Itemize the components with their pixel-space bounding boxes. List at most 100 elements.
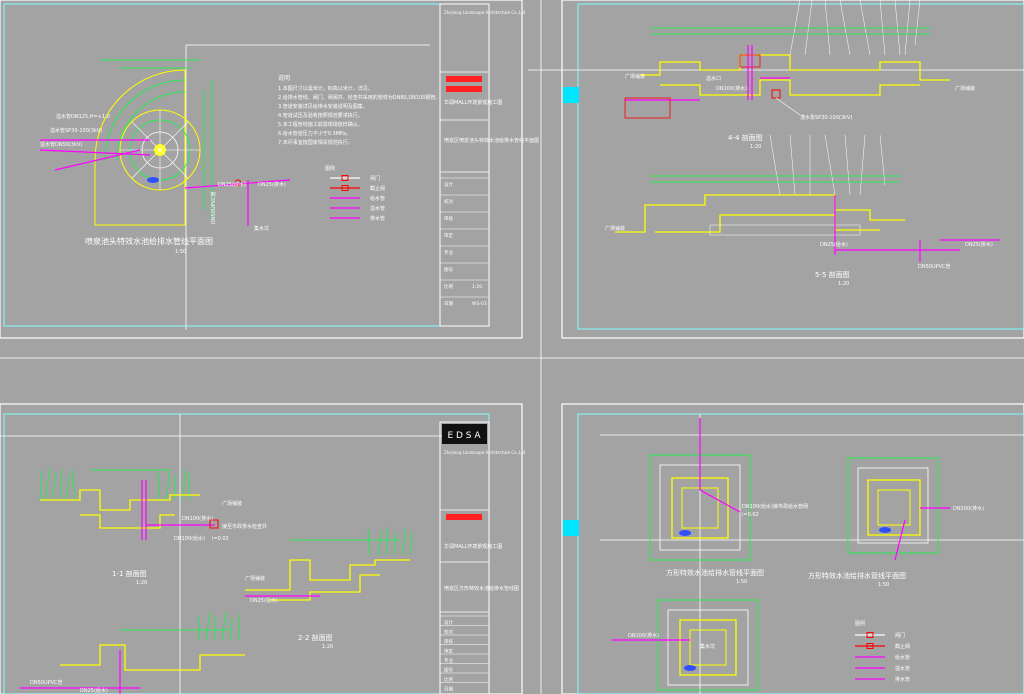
- note-line: 1.本图尺寸以毫米计，标高以米计，详见。: [278, 85, 373, 92]
- planA-title: 方形特效水池给排水管线平面图: [666, 568, 764, 577]
- sheet1-plan-scale: 1:50: [175, 249, 186, 255]
- section44-label-pump: 潜水泵SP30-100(3kV): [800, 114, 852, 121]
- planB-title: 方形特效水池给排水管线平面图: [808, 571, 906, 580]
- legend-valve-icon: [341, 185, 349, 191]
- title-block-row-label: 校对: [444, 629, 453, 636]
- section44-title: 4-4 剖面图: [728, 133, 763, 142]
- section44-scale: 1:20: [750, 144, 761, 150]
- cyan-marker-block: [563, 520, 579, 536]
- section11-label-dn100b: DN100(给水): [174, 535, 205, 542]
- section11-label-dn100: DN100(排水): [182, 515, 213, 522]
- legend-item-label: 溢水管: [370, 205, 385, 212]
- note-line: 7.未尽事宜按国家相关规范执行。: [278, 139, 353, 146]
- section11-label-slope: i=0.02: [212, 536, 229, 542]
- sheet1-plan-title: 喷泉池头特效水池给排水管线平面图: [85, 236, 213, 246]
- section11-label-connect: 接至市政排水检查井: [222, 523, 267, 530]
- section44-label-overflow: 溢水口: [706, 75, 721, 82]
- title-block-row-label: 审核: [444, 215, 453, 222]
- note-line: 6.给水管道压力不小于0.3MPa。: [278, 130, 351, 137]
- section22-title: 2-2 剖面图: [298, 633, 333, 642]
- title-block-row-value: WS-03: [472, 301, 487, 307]
- note-line: 5.本工程管线施工前需现场放样确认。: [278, 121, 363, 128]
- note-line: 3.管道安装详见给排水安装说明及图集。: [278, 103, 368, 110]
- legend-item-label: 闸门: [370, 175, 380, 182]
- legend-item-label: 排水管: [370, 215, 385, 222]
- cyan-marker-block: [563, 87, 579, 103]
- planA-label-slope: i=0.02: [742, 512, 759, 518]
- legend-item-label: 给水管: [895, 654, 910, 661]
- title-block-row-value: 1:20: [472, 284, 482, 290]
- planC-label-dn100c: DN100(排水): [628, 632, 659, 639]
- legend-valve-icon: [341, 175, 349, 181]
- title-block-row-label: 审定: [444, 232, 453, 239]
- section44-label-ground: 广场铺装: [625, 73, 645, 80]
- legend-item-label: 截止阀: [895, 643, 910, 650]
- title-block-bottom: E D S A Zhejiang Landscape Architecture …: [439, 421, 526, 694]
- plan-label-dn25: DN25(给水): [218, 181, 246, 188]
- section11-scale: 1:20: [136, 580, 147, 586]
- note-line: 2.给排水管线、阀门、闸阀井、检查井采用的管材为DN80,DN100钢管。: [278, 94, 440, 101]
- title-block-row-label: 比例: [444, 676, 453, 683]
- planB-scale: 1:50: [878, 582, 889, 588]
- title-block-row-label: 设计: [444, 619, 453, 626]
- sheet4-plans: DN100(给水)接市政给水管网 i=0.02 方形特效水池给排水管线平面图 1…: [612, 418, 984, 691]
- section55-label-dn25: DN25(给水): [820, 241, 848, 248]
- section55-title: 5-5 剖面图: [815, 270, 850, 279]
- planA-scale: 1:50: [736, 579, 747, 585]
- legend-item-label: 给水管: [370, 195, 385, 202]
- title-block-row-label: 专业: [444, 249, 453, 256]
- section44-label-dn100: DN100(排水): [716, 85, 747, 92]
- planC-label-pump-pit: 集水坑: [700, 643, 715, 650]
- section22-label-dn25: DN25(给水): [250, 597, 278, 604]
- section55-label-dn25b: DN25(排水): [965, 241, 993, 248]
- legend-item-label: 截止阀: [370, 185, 385, 192]
- title-block-row-label: 图号: [444, 668, 453, 674]
- sheet2-sections: 广场铺装 溢水口 DN100(排水) 潜水泵SP30-100(3kV) 广场铺装…: [605, 0, 1000, 287]
- plan-label-dn50pvc: DN50UPVC管: [210, 191, 217, 224]
- plan-label-pipe-a: 溢水管DN125,H=+1.0: [56, 113, 110, 120]
- section22-scale: 1:20: [322, 644, 333, 650]
- section33-label-dn25: DN25(给水): [80, 687, 108, 694]
- sheet1-notes: 说明 1.本图尺寸以毫米计，标高以米计，详见。 2.给排水管线、阀门、闸阀井、检查…: [278, 74, 440, 146]
- section55-label-ground: 广场铺装: [605, 225, 625, 232]
- notes-title: 说明: [278, 74, 290, 82]
- section11-title: 1-1 剖面图: [112, 569, 147, 578]
- legend-title: 图例: [325, 165, 335, 172]
- plan-label-pipe-b: 溢水管SP30-100(3kV): [50, 127, 102, 134]
- legend-item-label: 排水管: [895, 676, 910, 683]
- title-block-row-label: 校对: [444, 198, 453, 205]
- plan-label-pipe-c: 溢水管DN50(3kV): [40, 141, 82, 148]
- plan-label-drain-pit: 集水坑: [254, 225, 269, 232]
- title-block-row-label: 日期: [444, 687, 453, 693]
- sheet3-sections: DN100(排水) DN100(给水) i=0.02 接至市政排水检查井 广场铺…: [20, 467, 413, 694]
- legend2-title: 图例: [855, 620, 865, 627]
- title-block-project: 华润MALL环境景观施工图: [444, 99, 502, 106]
- title-block-row-label: 审核: [444, 638, 453, 645]
- plan-label-dn25b: DN25(排水): [258, 181, 286, 188]
- title-block-company: Zhejiang Landscape Architecture Co.,Ltd: [444, 450, 526, 455]
- legend-valve-icon: [866, 632, 874, 638]
- title-block-drawing: 喷泉区方形特效水池给排水管线图: [444, 585, 519, 592]
- legend-item-label: 溢水管: [895, 665, 910, 672]
- title-block-row-label: 设计: [444, 181, 453, 188]
- title-block-company: Zhejiang Landscape Architecture Co.,Ltd: [444, 10, 526, 15]
- planA-label-dn100a: DN100(给水)接市政给水管网: [742, 503, 808, 510]
- title-block-row-label: 比例: [444, 283, 453, 290]
- section22-label-ground: 广场铺装: [245, 575, 265, 582]
- section44-label-ground-right: 广场铺装: [955, 85, 975, 92]
- planB-label-dn100b: DN100(排水): [953, 505, 984, 512]
- title-block-row-label: 审定: [444, 648, 453, 655]
- legend-valve-icon: [866, 643, 874, 649]
- title-block-row-label: 专业: [444, 657, 453, 664]
- edsa-logo: E D S A: [447, 431, 481, 441]
- title-block-row-label: 图号: [444, 267, 453, 273]
- section55-label-dn50pvc: DN50UPVC管: [918, 263, 951, 270]
- title-block-project: 华润MALL环境景观施工图: [444, 543, 502, 550]
- note-line: 4.管道试压及验收按照规范要求执行。: [278, 112, 363, 119]
- section33-label-dn50pvc: DN50UPVC管: [30, 679, 63, 686]
- title-block-top: Zhejiang Landscape Architecture Co.,Ltd …: [439, 3, 539, 327]
